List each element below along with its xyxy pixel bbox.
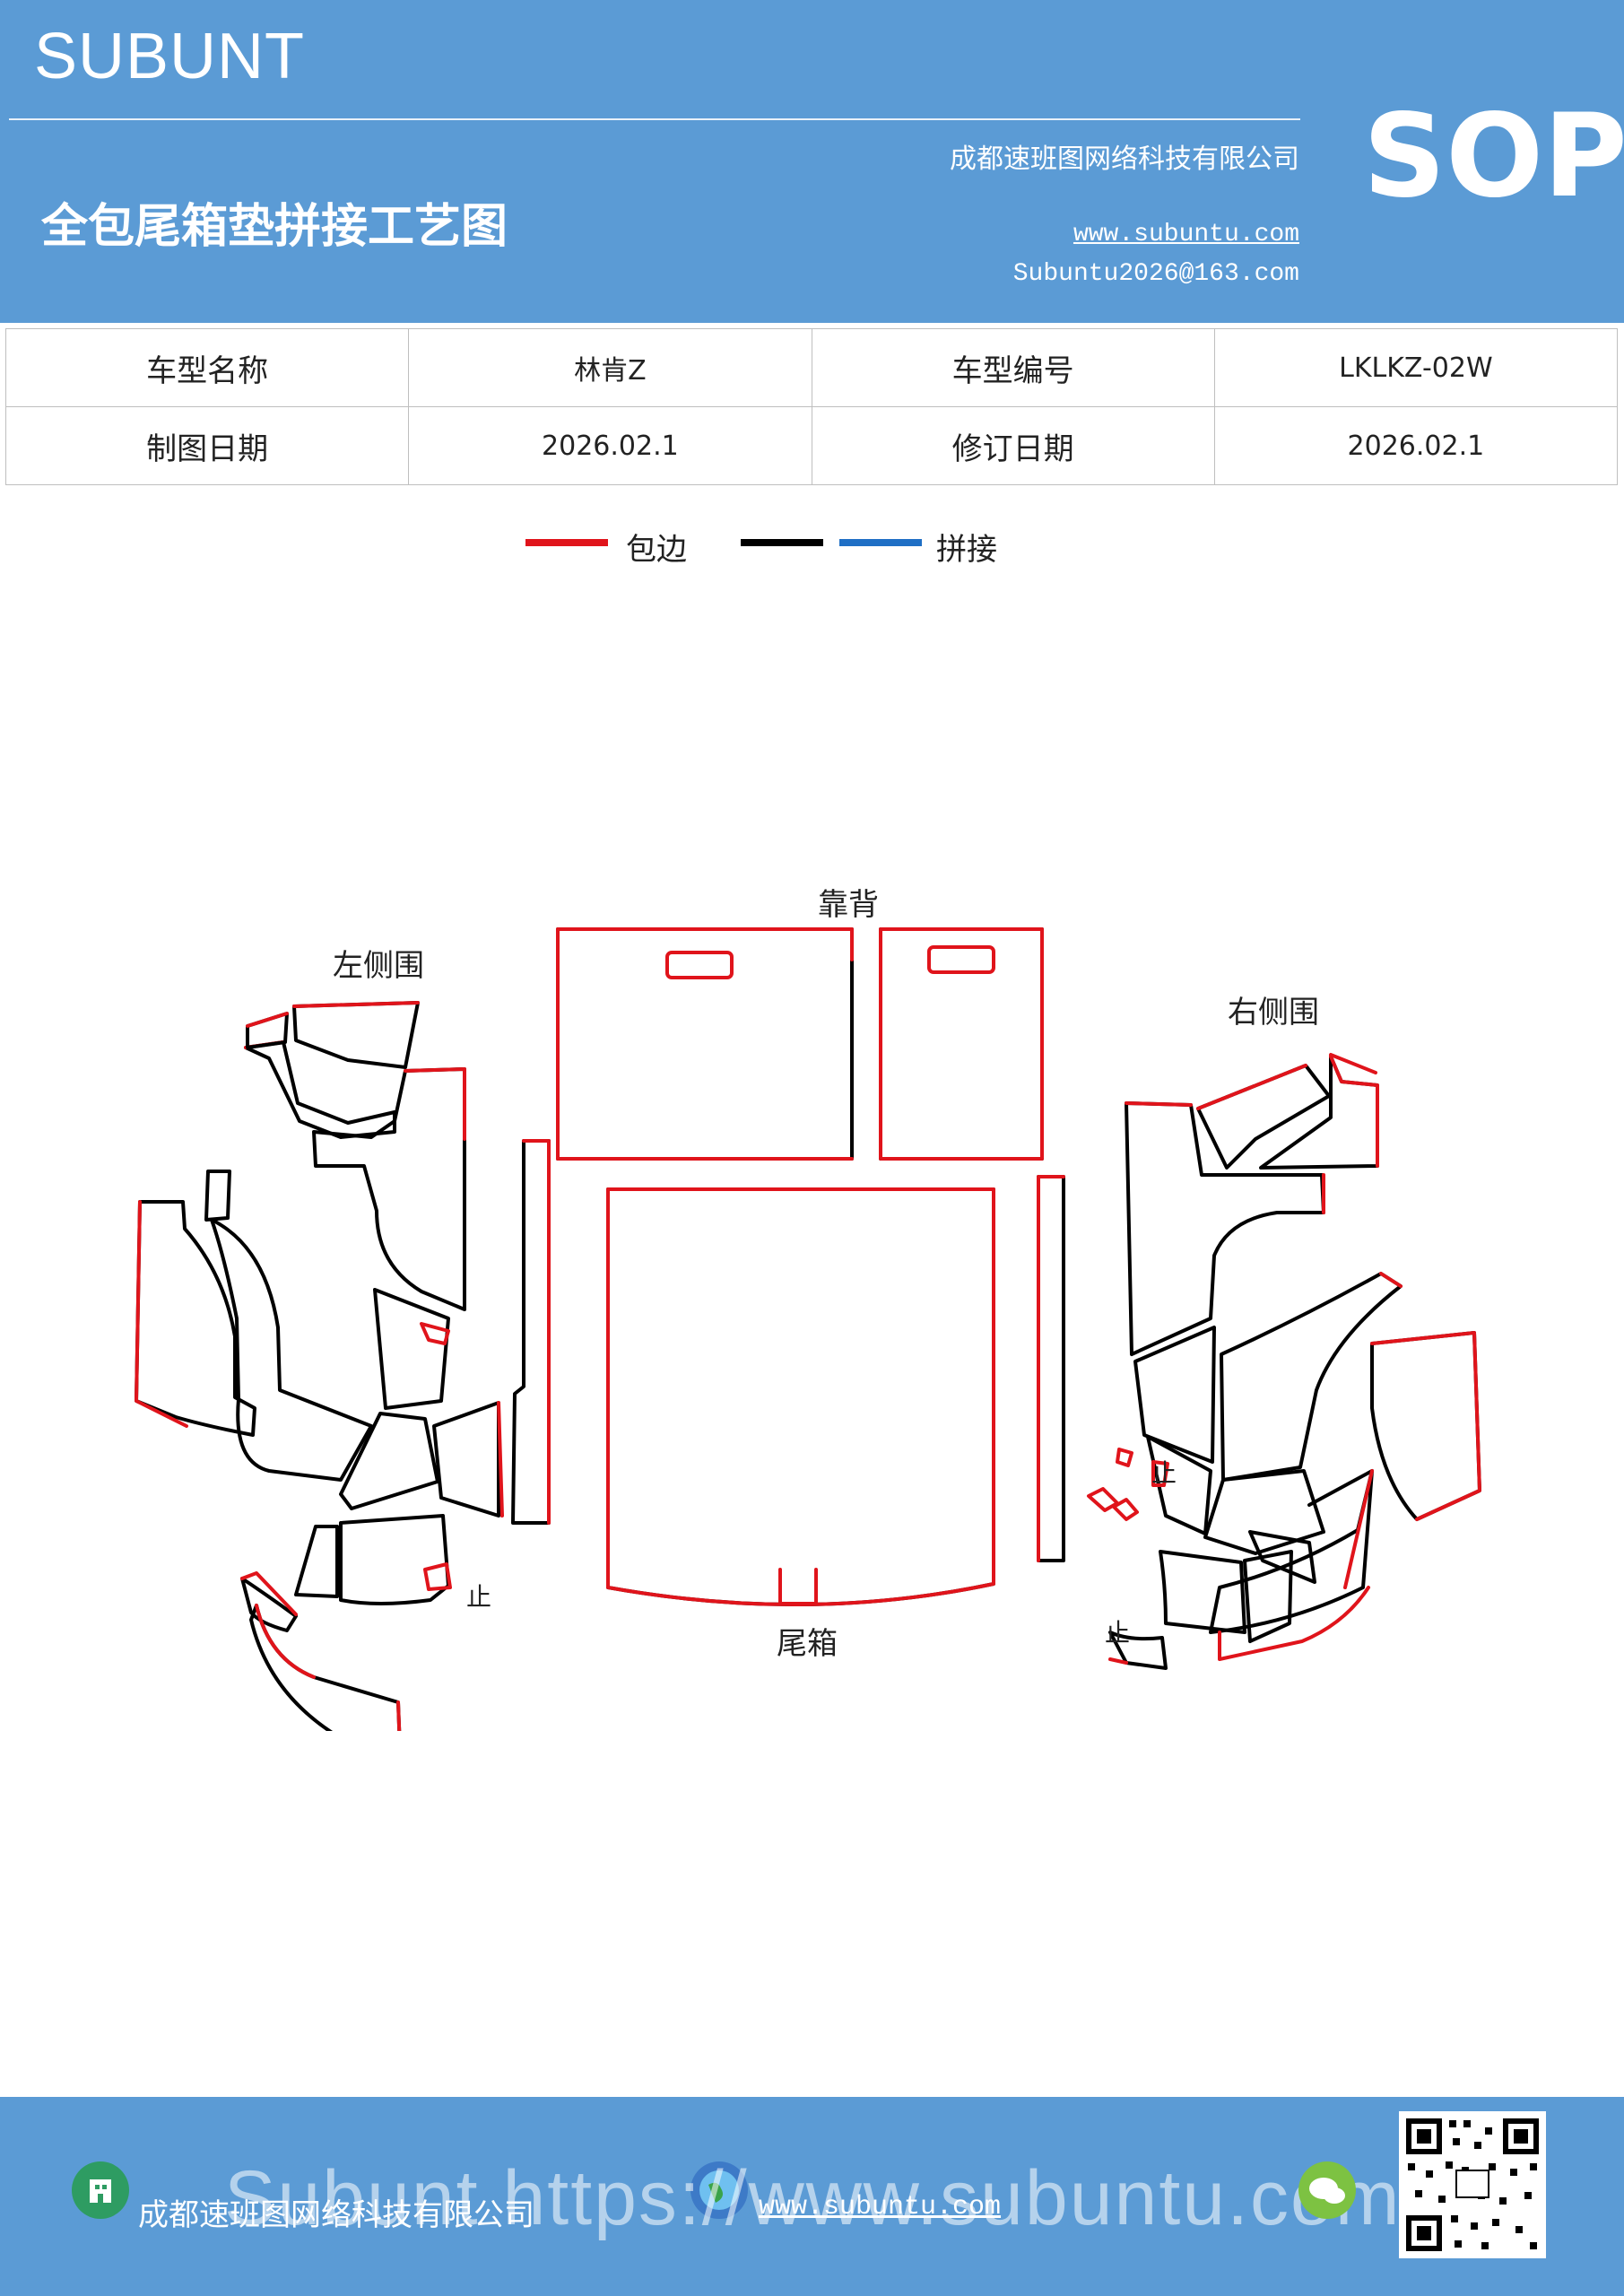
backrest-left-panel <box>556 927 854 1161</box>
right-side-wall <box>1087 1053 1481 1670</box>
revise-date-value: 2026.02.1 <box>1213 406 1619 485</box>
draw-date-label: 制图日期 <box>4 406 410 485</box>
model-code-value: LKLKZ-02W <box>1213 328 1619 407</box>
trunk-mat-diagram: 靠背 左侧围 右侧围 尾箱 止 止 止 <box>135 887 1481 1731</box>
trunk-label: 尾箱 <box>777 1626 838 1662</box>
table-row: 制图日期 2026.02.1 修订日期 2026.02.1 <box>4 406 1619 485</box>
revise-date-label: 修订日期 <box>811 406 1215 485</box>
wechat-icon <box>1298 2161 1356 2219</box>
model-name-value: 林肯Z <box>408 328 812 407</box>
legend: 包边 拼接 <box>0 525 1624 578</box>
legend-edge-label: 包边 <box>626 532 687 568</box>
left-side-wall <box>135 1001 504 1731</box>
legend-black-swatch <box>741 539 823 546</box>
stop-mark-right-lower: 止 <box>1105 1618 1130 1648</box>
model-name-label: 车型名称 <box>4 328 410 407</box>
draw-date-value: 2026.02.1 <box>408 406 812 485</box>
right-side-label: 右侧围 <box>1228 995 1319 1031</box>
table-row: 车型名称 林肯Z 车型编号 LKLKZ-02W <box>4 328 1619 407</box>
stop-mark-right-upper: 止 <box>1151 1458 1177 1488</box>
company-name: 成都速班图网络科技有限公司 <box>950 144 1299 175</box>
info-table: 车型名称 林肯Z 车型编号 LKLKZ-02W 制图日期 2026.02.1 修… <box>4 328 1619 485</box>
left-strip <box>511 1139 551 1525</box>
footer-company: 成都速班图网络科技有限公司 <box>138 2197 534 2233</box>
footer-banner: 成都速班图网络科技有限公司 www.subuntu.com Subunt htt… <box>0 2097 1624 2296</box>
website-link[interactable]: www.subuntu.com <box>1073 221 1299 248</box>
footer-website[interactable]: www.subuntu.com <box>759 2192 1002 2222</box>
trunk-floor-panel <box>606 1187 995 1607</box>
brand-name: SUBUNT <box>34 21 306 92</box>
footer-watermark: Subunt https://www.subuntu.com <box>224 2155 1402 2241</box>
backrest-right-panel <box>879 927 1044 1161</box>
sop-badge: SOP <box>1363 90 1624 223</box>
header-banner: SUBUNT SOP 全包尾箱垫拼接工艺图 成都速班图网络科技有限公司 www.… <box>0 0 1624 323</box>
model-code-label: 车型编号 <box>811 328 1215 407</box>
right-strip <box>1037 1175 1065 1562</box>
legend-edge-swatch <box>525 539 608 546</box>
legend-splice-label: 拼接 <box>936 532 997 568</box>
header-divider <box>9 118 1300 120</box>
email-address[interactable]: Subuntu2026@163.com <box>1012 260 1299 288</box>
globe-icon <box>690 2161 748 2219</box>
qr-code[interactable] <box>1399 2111 1546 2258</box>
building-icon <box>72 2161 129 2219</box>
left-side-label: 左侧围 <box>333 948 424 984</box>
backrest-label: 靠背 <box>818 887 879 923</box>
stop-mark-left: 止 <box>466 1582 491 1612</box>
legend-blue-swatch <box>839 539 922 546</box>
document-title: 全包尾箱垫拼接工艺图 <box>41 200 508 254</box>
